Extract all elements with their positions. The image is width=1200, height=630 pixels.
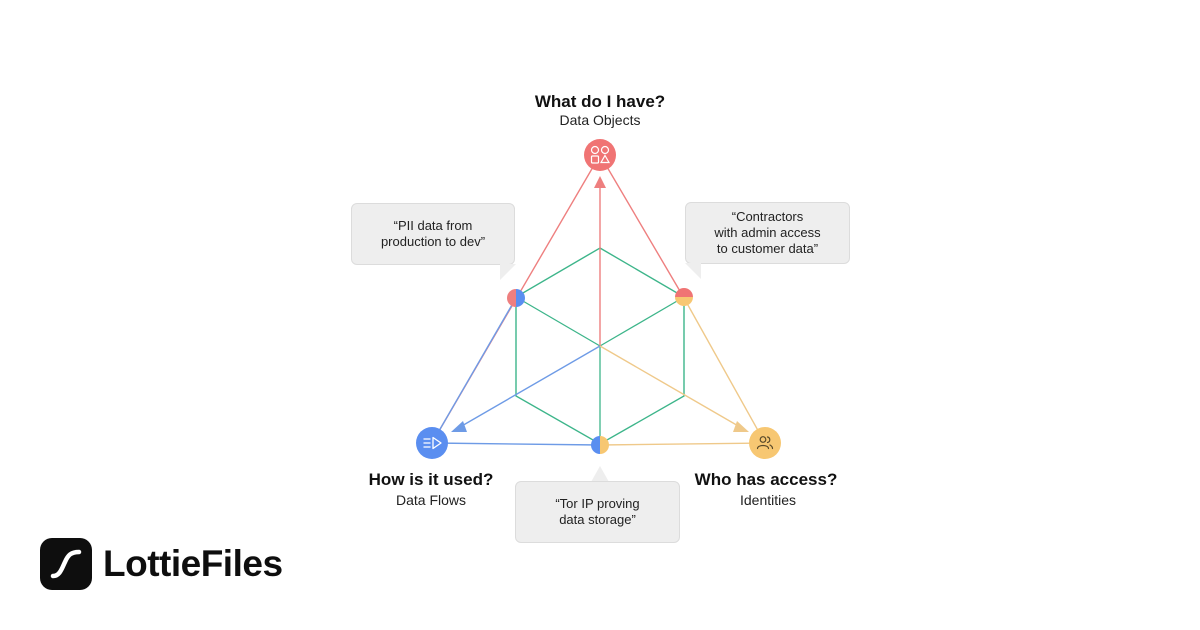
brand-name: LottieFiles (103, 543, 283, 584)
edge-top-right (599, 154, 685, 299)
people-icon (756, 436, 774, 450)
identities-node (749, 427, 781, 459)
data-flows-title: How is it used? (368, 470, 494, 489)
identities-subtitle: Identities (739, 492, 797, 508)
callout-tor-tail (591, 466, 609, 482)
lottiefiles-logo: LottieFiles (40, 538, 283, 590)
callout-line: “Tor IP proving (555, 496, 640, 511)
callout-line: data storage” (559, 512, 636, 527)
junction-left (507, 289, 525, 307)
flow-icon (423, 436, 442, 450)
arrow-head-top (594, 176, 606, 188)
edge-bottom-blue (431, 442, 601, 446)
data-objects-title: What do I have? (534, 92, 666, 111)
callout-line: production to dev” (380, 234, 486, 249)
edge-top-left-blue (431, 297, 517, 444)
callout-line: to customer data” (716, 241, 819, 256)
arrow-head-right (733, 421, 749, 432)
callout-line: “Contractors (731, 209, 804, 224)
arrow-to-right (599, 345, 741, 428)
arrow-head-left (451, 421, 467, 432)
edge-bottom-yellow (599, 442, 766, 446)
arrow-to-left (459, 345, 601, 428)
lottiefiles-mark-icon (40, 538, 92, 590)
callout-contractors-tail (685, 263, 701, 279)
junction-bottom (591, 436, 609, 454)
callout-pii-data: “PII data from production to dev” (351, 203, 515, 265)
edge-right-yellow (683, 297, 766, 444)
callout-line: “PII data from (393, 218, 473, 233)
spoke-lower-right (599, 296, 685, 347)
data-flows-node (416, 427, 448, 459)
identities-title: Who has access? (694, 470, 838, 489)
callout-tor-ip: “Tor IP proving data storage” (515, 481, 680, 543)
data-objects-subtitle: Data Objects (559, 112, 641, 128)
junction-right (675, 288, 693, 306)
shapes-icon (590, 145, 611, 164)
data-objects-node (584, 139, 616, 171)
callout-contractors: “Contractors with admin access to custom… (685, 202, 850, 264)
spoke-lower-left (515, 296, 601, 347)
data-flows-subtitle: Data Flows (395, 492, 467, 508)
callout-line: with admin access (714, 225, 821, 240)
callout-pii-tail (500, 264, 516, 280)
